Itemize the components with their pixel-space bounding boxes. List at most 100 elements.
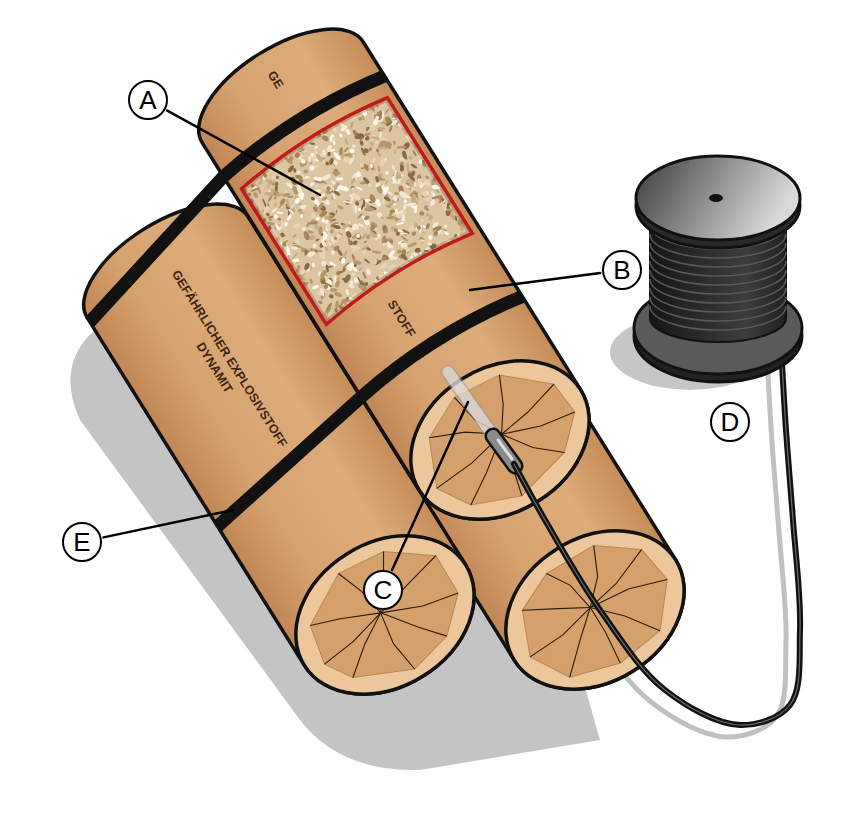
wire-turn [650, 288, 786, 312]
sawdust-grain [383, 142, 392, 150]
sawdust-grain [334, 291, 343, 298]
sawdust-grain [322, 233, 329, 241]
sawdust-grain [357, 101, 365, 106]
leader-line [392, 402, 468, 570]
sawdust-grain [386, 190, 393, 196]
sawdust-grain [291, 185, 299, 195]
sawdust-grain [355, 233, 361, 239]
sawdust-grain [385, 180, 389, 185]
sawdust-grain [276, 176, 279, 179]
sawdust-grain [394, 192, 400, 195]
sawdust-grain [349, 121, 354, 129]
sawdust-grain [299, 160, 309, 169]
sawdust-grain [356, 304, 364, 307]
sawdust-grain [369, 194, 377, 204]
sawdust-grain [429, 199, 437, 207]
sawdust-grain [352, 204, 355, 214]
sawdust-grain [363, 147, 370, 154]
stick-body [178, 4, 618, 552]
cable-highlight [514, 345, 800, 725]
cutaway-outline [238, 92, 472, 325]
sawdust-grain [234, 176, 243, 182]
sawdust-grain [337, 249, 344, 257]
sawdust-grain [356, 171, 361, 177]
sawdust-grain [364, 135, 370, 141]
sawdust-grain [368, 295, 373, 299]
sawdust-grain [392, 291, 397, 294]
sawdust-grain [374, 259, 377, 266]
sawdust-grain [369, 163, 373, 168]
sawdust-grain [382, 254, 390, 261]
sawdust-grain [396, 283, 405, 289]
sawdust-grain [379, 131, 382, 139]
sawdust-grain [335, 270, 341, 276]
sawdust-grain [295, 239, 300, 244]
sawdust-grain [391, 164, 396, 171]
sawdust-grain [363, 215, 370, 221]
sawdust-grain [387, 244, 391, 249]
sawdust-grain [349, 280, 354, 285]
sawdust-grain [354, 303, 362, 311]
callout-letter: A [139, 87, 156, 113]
sawdust-grain [340, 257, 346, 264]
sawdust-grain [329, 330, 335, 335]
sawdust-grain [407, 241, 418, 248]
sawdust-grain [343, 157, 351, 164]
sawdust-grain [373, 298, 382, 305]
sawdust-grain [412, 272, 419, 276]
sawdust-grain [396, 249, 402, 254]
sawdust-grain [386, 287, 395, 296]
sawdust-grain [412, 264, 416, 268]
sawdust-grain [396, 221, 405, 225]
sawdust-grain [418, 236, 425, 244]
sawdust-grain [315, 121, 325, 127]
cutaway-filling [225, 77, 488, 341]
sawdust-grain [292, 234, 297, 238]
sawdust-grain [327, 325, 334, 332]
sawdust-grain [416, 225, 422, 231]
sawdust-grain [332, 236, 338, 244]
sawdust-grain [411, 194, 417, 203]
sawdust-grain [357, 276, 363, 285]
sawdust-grain [382, 238, 392, 242]
sawdust-grain [375, 115, 380, 120]
sawdust-grain [271, 182, 275, 186]
sawdust-grain [363, 307, 368, 312]
sawdust-grain [309, 278, 314, 284]
sawdust-grain [332, 192, 336, 199]
sawdust-grain [326, 114, 330, 120]
cutaway-shade [238, 92, 472, 325]
sawdust-grain [417, 178, 423, 187]
wire-turn [650, 297, 786, 321]
sawdust-grain [379, 158, 386, 167]
sawdust-grain [433, 222, 438, 226]
sawdust-grain [320, 260, 327, 267]
leader-line [470, 273, 600, 290]
callout-circle: A [128, 80, 168, 120]
sawdust-grain [413, 265, 419, 272]
sawdust-grain [389, 209, 395, 214]
sawdust-grain [339, 188, 342, 197]
sawdust-grain [454, 243, 461, 251]
sawdust-grain [374, 182, 381, 188]
sawdust-grain [257, 186, 262, 194]
sawdust-grain [441, 249, 447, 256]
sawdust-grain [406, 163, 409, 171]
sawdust-grain [359, 162, 365, 168]
sawdust-grain [325, 199, 330, 205]
sawdust-grain [357, 283, 363, 289]
leader-line [167, 111, 320, 195]
sawdust-grain [335, 112, 342, 118]
sawdust-grain [433, 230, 438, 236]
sawdust-grain [351, 293, 354, 297]
sawdust-grain [287, 164, 295, 173]
sawdust-grain [413, 267, 423, 276]
sawdust-grain [337, 204, 344, 210]
sawdust-grain [369, 90, 372, 95]
sawdust-grain [320, 288, 325, 297]
sawdust-grain [372, 157, 376, 163]
sawdust-grain [399, 156, 407, 163]
sawdust-grain [343, 153, 352, 157]
sawdust-grain [326, 144, 333, 152]
sawdust-grain [349, 148, 354, 153]
